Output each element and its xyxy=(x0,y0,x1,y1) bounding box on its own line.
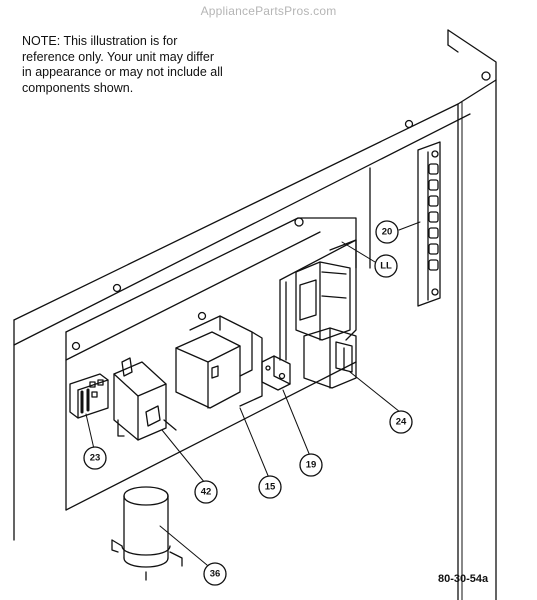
component-19 xyxy=(261,355,291,391)
component-15 xyxy=(175,315,263,409)
callout-ll-label: LL xyxy=(380,261,392,272)
relay-assembly xyxy=(295,261,357,389)
callout-20: 20 xyxy=(375,220,399,244)
callout-19: 19 xyxy=(299,453,323,477)
callout-20-label: 20 xyxy=(382,227,393,238)
callout-24-label: 24 xyxy=(396,417,407,428)
callout-15: 15 xyxy=(258,475,282,499)
callout-36-label: 36 xyxy=(210,569,221,580)
component-23 xyxy=(69,373,109,419)
watermark: AppliancePartsPros.com xyxy=(200,4,337,18)
callout-ll: LL xyxy=(374,254,398,278)
callout-23-label: 23 xyxy=(90,453,101,464)
callout-42: 42 xyxy=(194,480,218,504)
callout-19-label: 19 xyxy=(306,460,317,471)
leader-lines xyxy=(85,221,421,566)
callout-42-label: 42 xyxy=(201,487,212,498)
callout-15-label: 15 xyxy=(265,482,276,493)
component-36 xyxy=(111,486,183,581)
cabinet-housing xyxy=(13,29,497,600)
diagram-id: 80-30-54a xyxy=(438,573,489,585)
callout-36: 36 xyxy=(203,562,227,586)
reference-note: NOTE: This illustration is for reference… xyxy=(22,34,223,95)
terminal-strip xyxy=(417,141,441,307)
relay-mounting-plate xyxy=(279,239,357,361)
callout-24: 24 xyxy=(389,410,413,434)
component-42 xyxy=(113,357,177,441)
callout-23: 23 xyxy=(83,446,107,470)
